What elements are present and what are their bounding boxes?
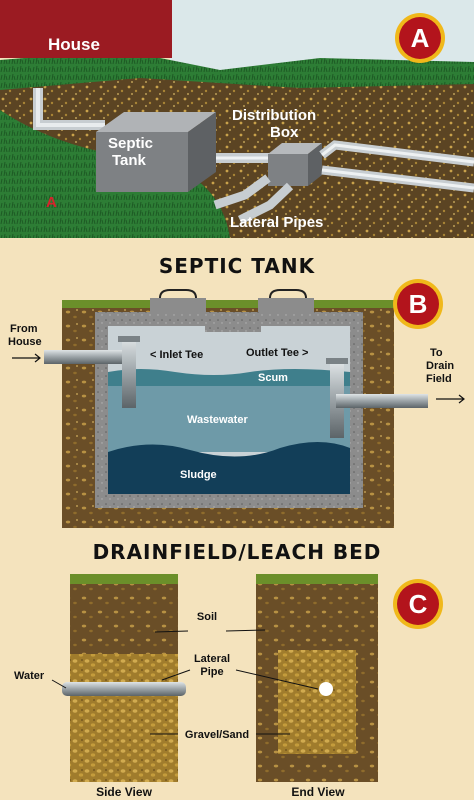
drainfield-heading: DRAINFIELD/LEACH BED	[93, 540, 382, 564]
to-label-line3: Field	[426, 373, 452, 385]
sludge-label: Sludge	[180, 469, 217, 481]
distribution-box	[268, 154, 308, 186]
end-view-pipe	[319, 682, 333, 696]
dbox-label-line2: Box	[270, 124, 299, 141]
tank-label-line2: Tank	[112, 152, 147, 169]
wastewater-label: Wastewater	[187, 414, 248, 426]
end-view-gravel	[278, 650, 356, 754]
scum-label: Scum	[258, 372, 288, 384]
corner-mark: A	[46, 194, 57, 211]
side-view-soil	[70, 584, 178, 654]
house	[0, 0, 172, 58]
badge-c-letter: C	[409, 589, 428, 619]
septic-tank-diagram: SEPTIC TANK From House To Drain Fie	[8, 254, 465, 528]
drainfield-diagram: DRAINFIELD/LEACH BED Soil Lateral Pipe W…	[14, 540, 443, 799]
soil-leaders	[154, 629, 266, 633]
to-arrow	[436, 394, 465, 404]
from-arrow	[12, 353, 41, 363]
lateral-pipes-label: Lateral Pipes	[230, 214, 323, 231]
side-view-lateral-pipe	[62, 682, 186, 696]
from-label-line2: House	[8, 336, 42, 348]
gravel-sand-label: Gravel/Sand	[185, 729, 249, 741]
from-label-line1: From	[10, 323, 38, 335]
to-label-line1: To	[430, 347, 443, 359]
septic-tank-box	[96, 132, 188, 192]
septic-tank-panel: SEPTIC TANK From House To Drain Fie	[0, 238, 474, 538]
outlet-tee-label: Outlet Tee >	[246, 347, 308, 359]
side-view-gravel	[70, 654, 178, 782]
water-label: Water	[14, 670, 45, 682]
side-view-label: Side View	[96, 785, 152, 799]
inlet-tee	[122, 338, 136, 408]
system-overview-panel: House Septic Tank Distribution Box Later…	[0, 0, 474, 238]
soil-label: Soil	[197, 611, 217, 623]
lateral-leaders	[161, 669, 319, 690]
lateral-pipe-label-line2: Pipe	[200, 666, 223, 678]
badge-a-letter: A	[411, 23, 430, 53]
septic-tank-heading: SEPTIC TANK	[159, 254, 316, 278]
inlet-tee-label: < Inlet Tee	[150, 349, 203, 361]
system-overview-illustration: House Septic Tank Distribution Box Later…	[0, 0, 474, 238]
badge-b-letter: B	[409, 289, 428, 319]
lateral-pipe-label-line1: Lateral	[194, 653, 230, 665]
to-label-line2: Drain	[426, 360, 454, 372]
sludge-layer	[108, 442, 350, 494]
house-label: House	[48, 35, 100, 54]
water-leader	[51, 679, 67, 689]
inlet-pipe	[44, 350, 128, 364]
end-view-label: End View	[291, 785, 345, 799]
drainfield-panel: DRAINFIELD/LEACH BED Soil Lateral Pipe W…	[0, 538, 474, 800]
scum-layer	[108, 369, 350, 386]
outlet-pipe	[336, 394, 428, 408]
wastewater-layer	[108, 386, 350, 452]
tank-label-line1: Septic	[108, 135, 153, 152]
dbox-label-line1: Distribution	[232, 107, 316, 124]
